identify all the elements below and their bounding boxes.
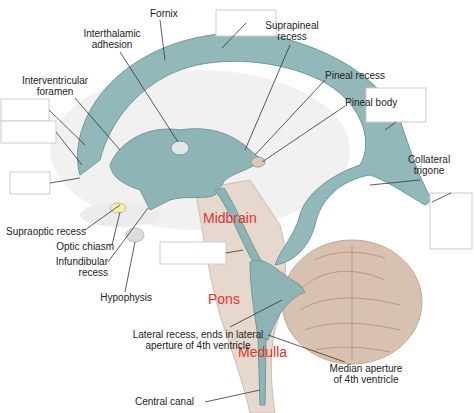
structure-label: Optic chiasm <box>42 241 114 252</box>
leader-line <box>112 212 120 245</box>
leader-line <box>255 80 325 155</box>
leader-line <box>56 132 82 165</box>
structure-label: Interventricular foramen <box>14 75 96 97</box>
structure-label: Hypophysis <box>82 292 152 303</box>
folium-line <box>352 245 353 360</box>
blank-box <box>430 193 472 249</box>
lateral-ventricle <box>78 33 433 265</box>
leader-line <box>226 250 243 253</box>
leader-line <box>85 205 120 230</box>
region-label: Midbrain <box>203 211 273 226</box>
cerebellum-folia <box>300 245 400 360</box>
leader-line <box>222 23 246 48</box>
leader-line <box>125 242 135 292</box>
hypophysis-shape <box>126 228 144 242</box>
structure-label: Fornix <box>150 8 190 19</box>
leader-lines <box>49 20 451 402</box>
leader-line <box>120 52 178 142</box>
leader-line <box>108 208 148 262</box>
third-ventricle <box>110 129 262 210</box>
optic-chiasm-shape <box>110 203 126 213</box>
blank-box <box>160 242 226 264</box>
leader-line <box>385 122 396 130</box>
leader-line <box>245 45 290 150</box>
folium-line <box>315 252 385 260</box>
structure-label: Supraoptic recess <box>6 226 96 237</box>
leader-line <box>370 180 420 185</box>
region-label: Pons <box>208 292 248 307</box>
leader-line <box>50 178 80 183</box>
blank-box <box>1 121 56 143</box>
folium-line <box>300 298 400 310</box>
pineal-body-shape <box>251 157 265 167</box>
leader-line <box>160 20 165 60</box>
blank-box <box>10 172 50 194</box>
leader-line <box>262 106 345 162</box>
leader-line <box>432 193 451 202</box>
structure-label: Suprapineal recess <box>262 20 322 42</box>
blank-answer-boxes <box>1 10 472 264</box>
folium-line <box>300 271 385 290</box>
cerebellum <box>282 240 422 364</box>
structure-label: Lateral recess, ends in lateral aperture… <box>128 329 268 351</box>
structure-label: Collateral trigone <box>403 154 455 176</box>
interthalamic-adhesion-shape <box>171 141 189 155</box>
structure-label: Median aperture of 4th ventricle <box>326 363 406 385</box>
blank-box <box>1 99 49 121</box>
fourth-ventricle <box>250 260 305 340</box>
structure-label: Pineal body <box>345 97 415 108</box>
leader-line <box>205 390 260 402</box>
leader-line <box>49 110 85 145</box>
structure-label: Interthalamic adhesion <box>80 28 144 50</box>
structure-label: Central canal <box>135 396 215 407</box>
structure-label: Pineal recess <box>325 70 405 81</box>
structure-label: Infundibular recess <box>40 256 108 278</box>
